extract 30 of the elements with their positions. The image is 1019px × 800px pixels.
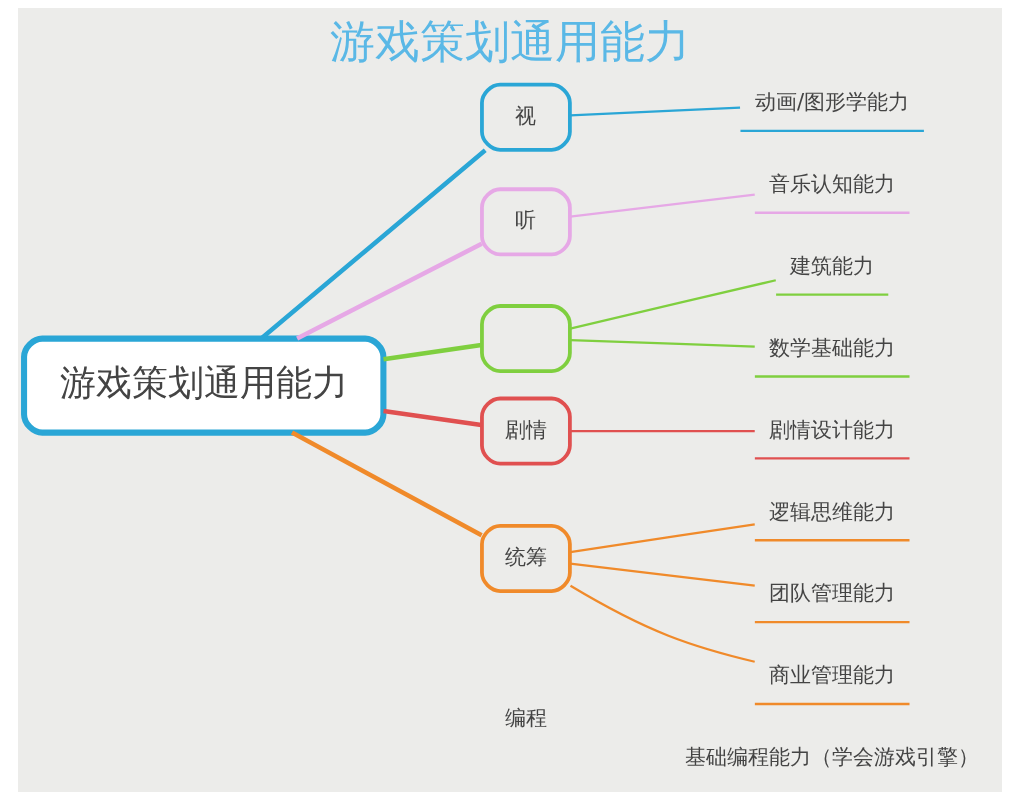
- node-text: 团队管理能力: [768, 580, 895, 606]
- node-box: 剧情: [479, 396, 572, 466]
- node-box: 游戏策划通用能力: [20, 335, 386, 436]
- connector: [569, 562, 755, 587]
- node-box: 统筹: [479, 523, 572, 593]
- node-text: 逻辑思维能力: [768, 498, 895, 524]
- connector: [569, 523, 755, 554]
- connector: [290, 430, 483, 538]
- node-box: 听: [479, 187, 572, 257]
- node-text: 数学基础能力: [768, 334, 895, 360]
- node-text: 基础编程能力（学会游戏引擎）: [684, 744, 979, 770]
- node-text: 编程: [504, 704, 547, 730]
- connector: [382, 342, 482, 362]
- node-box: 视: [479, 82, 572, 152]
- connector: [569, 106, 740, 117]
- node-text: 商业管理能力: [768, 662, 895, 688]
- connector: [569, 584, 755, 663]
- connector: [569, 279, 776, 330]
- connector: [295, 241, 483, 341]
- diagram-title: 游戏策划通用能力: [329, 14, 690, 68]
- node-box: [479, 304, 572, 374]
- node-text: 建筑能力: [789, 252, 874, 278]
- node-text: 动画/图形学能力: [754, 89, 909, 115]
- connector: [569, 193, 755, 218]
- connector: [259, 148, 487, 340]
- connector: [382, 408, 482, 428]
- connector: [569, 429, 755, 433]
- connector: [569, 338, 755, 348]
- node-text: 剧情设计能力: [768, 416, 895, 442]
- node-text: 音乐认知能力: [768, 171, 895, 197]
